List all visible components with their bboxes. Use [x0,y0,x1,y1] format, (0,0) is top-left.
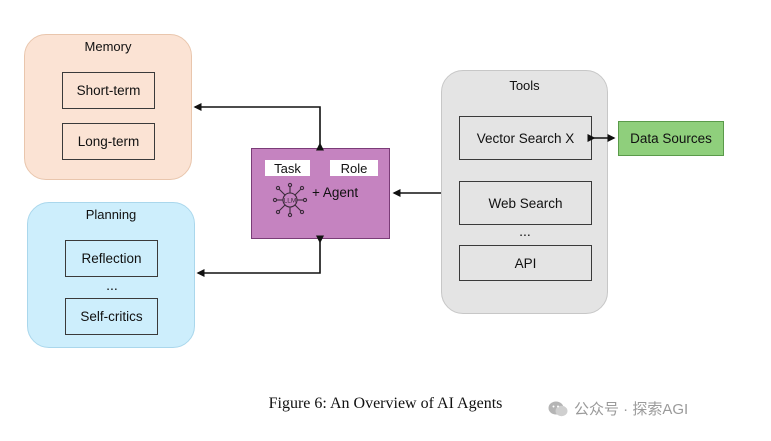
watermark: 公众号 · 探索AGI [548,398,688,419]
wechat-icon [548,401,568,416]
task-chip: Task [265,160,310,176]
llm-network-icon: LLM [272,182,308,218]
data-sources-box: Data Sources [618,121,724,156]
tools-group: Tools Vector Search X Web Search ... API [441,70,608,314]
tools-ellipsis: ... [519,223,531,239]
watermark-text: 公众号 · 探索AGI [574,401,689,418]
agent-memory-arrow [193,103,324,151]
agent-planning-arrow [196,235,324,277]
tools-title: Tools [509,78,540,93]
figure-caption: Figure 6: An Overview of AI Agents [268,395,503,412]
short-term-box: Short-term [62,72,155,109]
llm-label: LLM [284,198,297,205]
planning-ellipsis: ... [106,277,118,293]
memory-title: Memory [84,39,132,54]
planning-group: Planning Reflection ... Self-critics [27,202,195,348]
agent-label: + Agent [312,185,359,200]
self-critics-box: Self-critics [65,298,158,335]
long-term-box: Long-term [62,123,155,160]
planning-title: Planning [85,207,137,222]
role-chip: Role [330,160,378,176]
api-box: API [459,245,592,281]
agent-box: Task Role LLM + Agent [251,148,390,239]
reflection-box: Reflection [65,240,158,277]
memory-group: Memory Short-term Long-term [24,34,192,180]
web-search-box: Web Search [459,181,592,225]
